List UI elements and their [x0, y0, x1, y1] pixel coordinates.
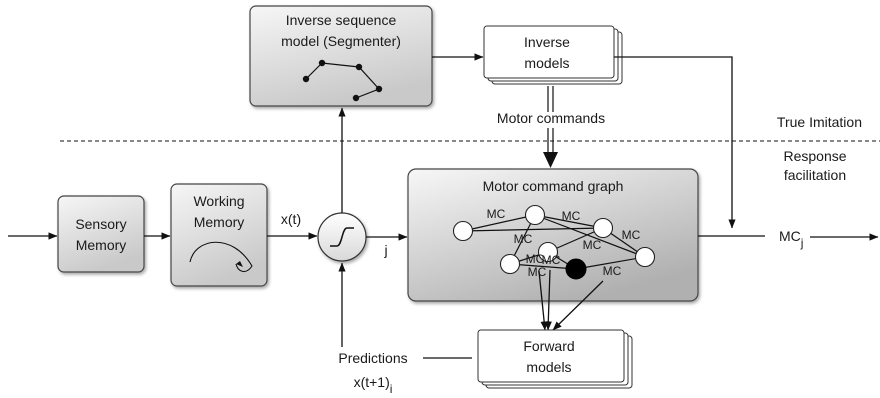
edge-label: MC: [583, 238, 602, 252]
working-memory-curve-icon: [189, 241, 253, 272]
edge-label: MC: [487, 207, 506, 221]
inverse-sequence-model-label-2: model (Segmenter): [281, 33, 401, 49]
sensory-memory-label-1: Sensory: [75, 216, 126, 232]
arrow-graph-to-forward-1: [538, 270, 548, 331]
working-memory-block: Working Memory: [170, 183, 268, 287]
inverse-sequence-model-label-1: Inverse sequence: [286, 12, 397, 28]
edge-label: MC: [622, 228, 641, 242]
inverse-models-block: Inverse models: [483, 25, 623, 85]
graph-nodes: [452, 204, 656, 280]
graph-node-active: [565, 258, 587, 280]
graph-node: [524, 204, 546, 226]
inverse-models-label-2: models: [524, 55, 569, 71]
forward-models-block: Forward models: [477, 329, 633, 389]
sigmoid-gate: [317, 212, 367, 262]
j-label: j: [383, 242, 387, 258]
inverse-sequence-model-block: Inverse sequence model (Segmenter): [249, 5, 433, 107]
sensory-memory-block: Sensory Memory: [57, 195, 145, 273]
motor-command-graph-title: Motor command graph: [483, 178, 624, 194]
response-facilitation-label-1: Response: [783, 148, 846, 164]
arrow-graph-to-forward-2: [544, 269, 552, 331]
segmenter-trajectory-icon: [302, 59, 383, 102]
predictions-label: Predictions: [338, 350, 407, 366]
response-facilitation-label-2: facilitation: [784, 167, 846, 183]
graph-node: [634, 246, 656, 268]
true-imitation-label: True Imitation: [777, 114, 862, 130]
x-t-label: x(t): [281, 211, 301, 227]
edge-label: MC: [526, 252, 545, 266]
forward-models-label-1: Forward: [523, 338, 574, 354]
sigmoid-icon: [330, 227, 354, 247]
graph-node: [499, 253, 521, 275]
inverse-models-label-1: Inverse: [524, 34, 570, 50]
arrow-graph-to-forward-3: [552, 280, 604, 331]
edge-label: MC: [542, 253, 561, 267]
sensory-memory-label-2: Memory: [76, 237, 127, 253]
edge-label: MC: [514, 232, 533, 246]
edge-label: MC: [603, 264, 622, 278]
graph-node: [452, 220, 474, 242]
working-memory-label-2: Memory: [194, 214, 245, 230]
motor-commands-arrow: [543, 86, 558, 168]
graph-edge-labels: MC MC MC MC MC MC MC MC MC: [487, 207, 641, 279]
working-memory-label-1: Working: [193, 193, 244, 209]
graph-node: [537, 241, 559, 263]
edge-label: MC: [528, 265, 547, 279]
arrow-inverse-models-to-output: [614, 56, 736, 229]
graph-node: [592, 217, 614, 239]
motor-commands-label: Motor commands: [497, 110, 605, 126]
edge-label: MC: [562, 209, 581, 223]
x-t1-label: x(t+1)i: [354, 374, 393, 396]
mc-output-label: MCj: [779, 228, 803, 250]
forward-models-label-2: models: [526, 359, 571, 375]
motor-command-graph-block: Motor command graph MC MC MC: [407, 168, 699, 331]
